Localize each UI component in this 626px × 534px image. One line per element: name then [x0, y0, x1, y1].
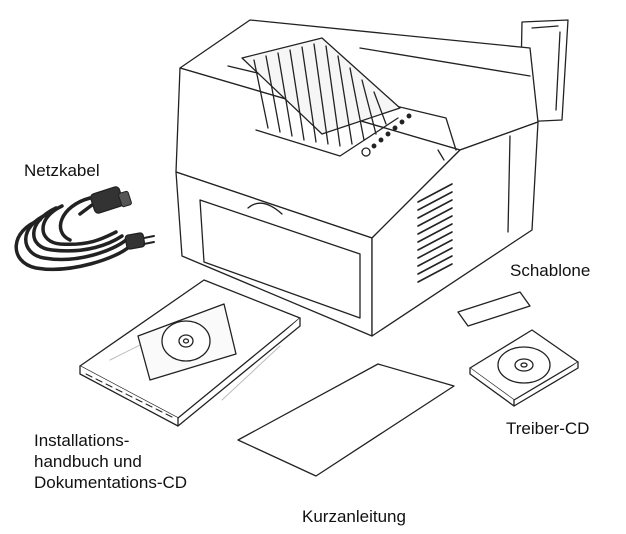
installation-guide-label-line-1: Installations- — [34, 431, 130, 450]
template-illustration — [457, 291, 531, 327]
installation-guide-label: Installations- handbuch und Dokumentatio… — [34, 430, 187, 493]
power-cord-label: Netzkabel — [24, 161, 100, 180]
installation-guide-label-line-2: handbuch und — [34, 452, 142, 471]
driver-cd-label: Treiber-CD — [506, 419, 590, 438]
installation-guide-label-line-3: Dokumentations-CD — [34, 473, 188, 492]
driver-cd-illustration — [469, 329, 579, 407]
printer-illustration — [175, 19, 569, 337]
power-cord-illustration — [14, 186, 155, 271]
quick-reference-label: Kurzanleitung — [302, 507, 406, 526]
quick-reference-illustration — [237, 363, 455, 477]
installation-guide-illustration — [79, 279, 301, 427]
template-label: Schablone — [510, 261, 591, 280]
